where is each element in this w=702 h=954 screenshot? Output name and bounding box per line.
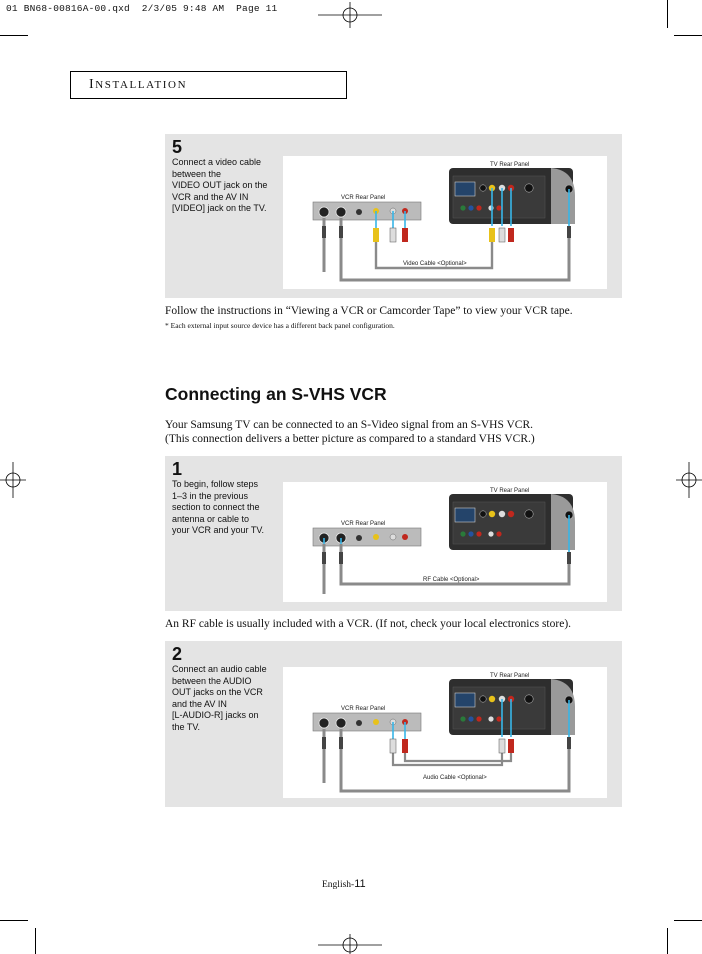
crop-mark — [35, 928, 36, 954]
footnote: * Each external input source device has … — [165, 321, 395, 330]
step-instructions: Connect an audio cable between the AUDIO… — [172, 664, 267, 732]
crop-mark — [674, 35, 702, 36]
crop-mark — [667, 0, 668, 28]
crop-mark — [674, 920, 702, 921]
cable-label: Video Cable <Optional> — [403, 261, 467, 267]
vcr-panel-label: VCR Rear Panel — [341, 521, 385, 527]
cable-label: RF Cable <Optional> — [423, 577, 480, 583]
connection-diagram: TV Rear Panel VCR Rear Panel — [283, 156, 607, 289]
step-instructions: Connect a video cable between the VIDEO … — [172, 157, 268, 213]
registration-mark-left — [0, 462, 26, 498]
crop-mark — [0, 920, 28, 921]
vcr-panel-label: VCR Rear Panel — [341, 706, 385, 712]
section-header-box — [70, 71, 347, 99]
crop-mark — [0, 35, 28, 36]
connection-diagram: TV Rear Panel VCR Rear Panel RF Cable <O… — [283, 482, 607, 602]
crop-mark — [667, 928, 668, 954]
step-5-panel: 5 Connect a video cable between the VIDE… — [165, 134, 622, 298]
section-title: INSTALLATION — [89, 77, 188, 92]
section-heading: Connecting an S-VHS VCR — [165, 384, 387, 404]
vcr-panel-label: VCR Rear Panel — [341, 195, 385, 201]
registration-mark-bottom — [318, 934, 382, 954]
connection-diagram: TV Rear Panel VCR Rear Panel — [283, 667, 607, 798]
tv-panel-label: TV Rear Panel — [490, 673, 529, 679]
cable-label: Audio Cable <Optional> — [423, 775, 487, 781]
vcr-rear-panel — [312, 527, 422, 547]
page-number: 11 — [354, 878, 366, 890]
step-1-panel: 1 To begin, follow steps 1–3 in the prev… — [165, 456, 622, 611]
tv-panel-label: TV Rear Panel — [490, 162, 529, 168]
step-2-panel: 2 Connect an audio cable between the AUD… — [165, 641, 622, 807]
registration-mark-top — [318, 2, 382, 28]
tv-rear-panel — [449, 168, 575, 224]
tv-panel-label: TV Rear Panel — [490, 488, 529, 494]
tv-rear-panel — [449, 494, 575, 550]
step-number: 1 — [172, 459, 183, 479]
page-footer: English-11 — [322, 878, 366, 890]
intro-paragraph: Your Samsung TV can be connected to an S… — [165, 419, 535, 445]
rf-cable-note: An RF cable is usually included with a V… — [165, 618, 572, 630]
step-number: 5 — [172, 137, 183, 157]
vcr-rear-panel — [312, 201, 422, 221]
vcr-rear-panel — [312, 712, 422, 732]
registration-mark-right — [676, 462, 702, 498]
print-slug: 01 BN68-00816A-00.qxd 2/3/05 9:48 AM Pag… — [6, 3, 278, 14]
step-number: 2 — [172, 644, 183, 664]
follow-instructions-text: Follow the instructions in “Viewing a VC… — [165, 305, 573, 317]
tv-rear-panel — [449, 679, 575, 735]
step-instructions: To begin, follow steps 1–3 in the previo… — [172, 479, 265, 535]
